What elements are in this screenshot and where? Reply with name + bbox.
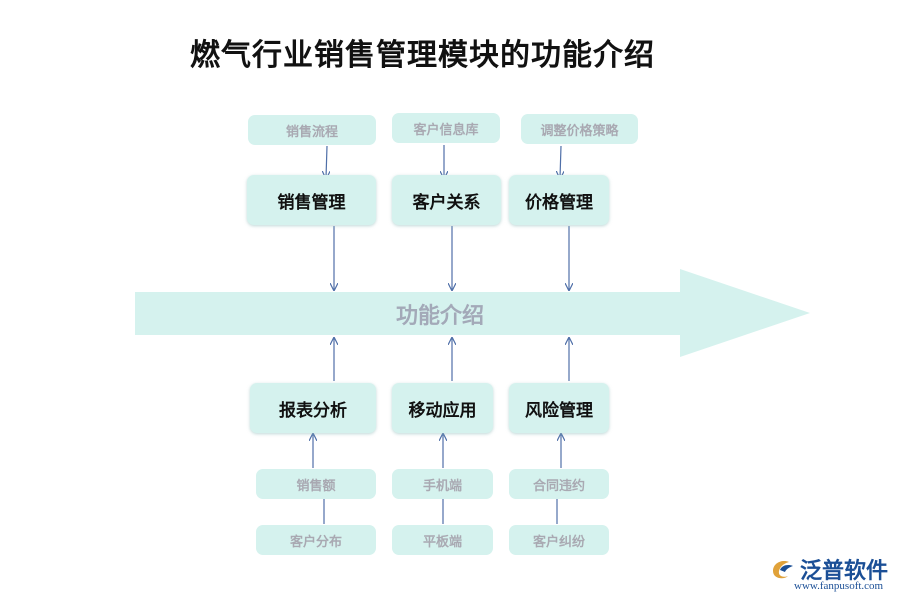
module-risk-management: 风险管理: [509, 383, 609, 433]
source-box-customer-distribution: 客户分布: [256, 525, 376, 555]
module-report-analysis: 报表分析: [250, 383, 376, 433]
source-box-contract-breach: 合同违约: [509, 469, 609, 499]
source-box-sales-amount: 销售额: [256, 469, 376, 499]
source-box-tablet: 平板端: [392, 525, 493, 555]
source-box-price-strategy: 调整价格策略: [521, 114, 638, 144]
connector-top-3: [560, 145, 561, 178]
logo-url: www.fanpusoft.com: [794, 580, 884, 592]
module-customer-relations: 客户关系: [392, 175, 501, 225]
logo-icon: [773, 561, 793, 579]
brand-logo: 泛普软件: [770, 553, 888, 585]
module-price-management: 价格管理: [509, 175, 609, 225]
main-arrow-shape: [135, 269, 810, 357]
page-title: 燃气行业销售管理模块的功能介绍: [190, 38, 655, 73]
module-mobile-app: 移动应用: [392, 383, 493, 433]
center-label: 功能介绍: [395, 304, 484, 329]
source-box-customer-database: 客户信息库: [392, 113, 500, 143]
module-sales-management: 销售管理: [247, 175, 376, 225]
connector-top-1: [326, 145, 327, 178]
logo-text: 泛普软件: [800, 559, 889, 584]
source-box-customer-dispute: 客户纠纷: [509, 525, 609, 555]
source-box-sales-process: 销售流程: [248, 115, 376, 145]
source-box-mobile-phone: 手机端: [392, 469, 493, 499]
